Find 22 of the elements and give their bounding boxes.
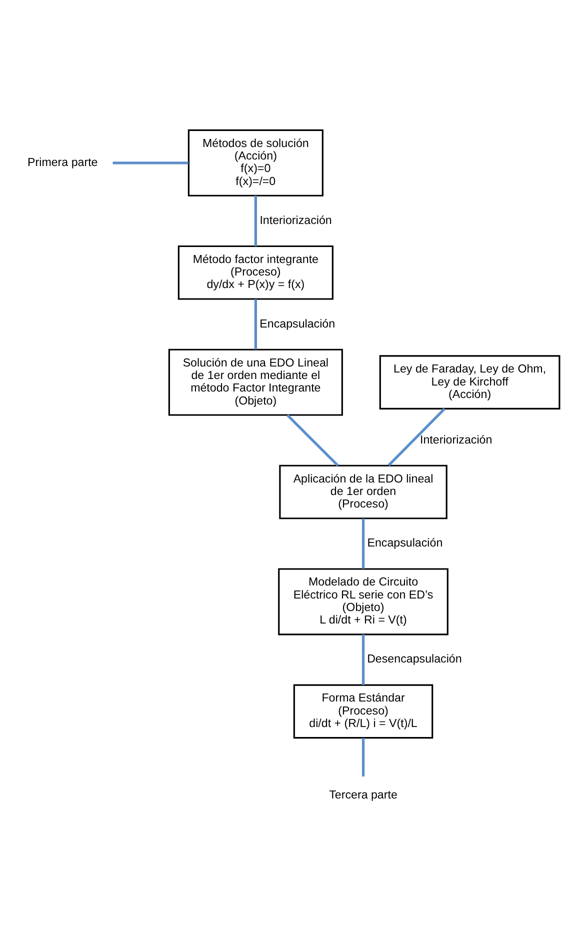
node-box: Modelado de Circuito Eléctrico RL serie con ED’s (Objeto) L di/dt + Ri = V(t) (278, 568, 448, 636)
node-box: Ley de Faraday, Ley de Ohm, Ley de Kirchoff (Acción) (379, 355, 560, 410)
connector (388, 408, 446, 466)
edge-label: Interiorización (420, 433, 492, 446)
edge-label: Encapsulación (260, 317, 336, 330)
node-box: Aplicación de la EDO lineal de 1er orden (Proceso) (279, 464, 448, 520)
connector (362, 738, 365, 776)
connector (362, 634, 365, 685)
node-text: Tercera parte (329, 788, 398, 802)
edge-label: Interiorización (260, 214, 332, 227)
connector (112, 162, 188, 164)
edge-label: Desencapsulación (367, 652, 462, 666)
edge-label: Encapsulación (367, 536, 443, 550)
node-text: Primera parte (28, 156, 98, 169)
node-box: Métodos de solución (Acción) f(x)=0 f(x)=/=0 (188, 129, 324, 196)
node-box: Solución de una EDO Lineal de 1er orden mediante el método Factor Integrante (Objeto) (168, 348, 343, 416)
connector (254, 196, 257, 246)
connector (254, 299, 257, 350)
node-box: Método factor integrante (Proceso) dy/dx + P(x)y = f(x) (178, 245, 334, 300)
node-box: Forma Estándar (Proceso) di/dt + (R/L) i = V(t)/L (293, 684, 434, 739)
connector (362, 518, 365, 569)
connector (286, 414, 339, 467)
